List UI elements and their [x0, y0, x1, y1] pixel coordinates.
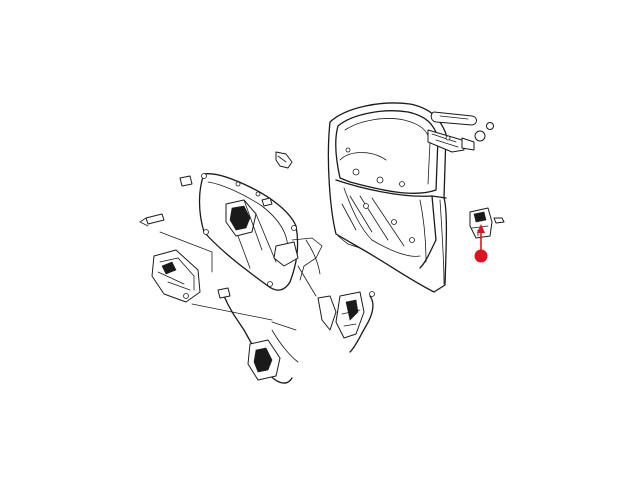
window-regulator: [151, 249, 201, 303]
door-shell: [327, 102, 448, 293]
fastener-set: [139, 175, 273, 227]
door-trim-panel: [198, 173, 323, 291]
door-latch: [469, 207, 505, 239]
inner-handle-linkage: [297, 239, 375, 353]
exterior-handle: [427, 111, 494, 153]
clip: [275, 151, 293, 169]
door-latch-actuator: [217, 287, 299, 384]
callout-marker: [474, 224, 488, 263]
